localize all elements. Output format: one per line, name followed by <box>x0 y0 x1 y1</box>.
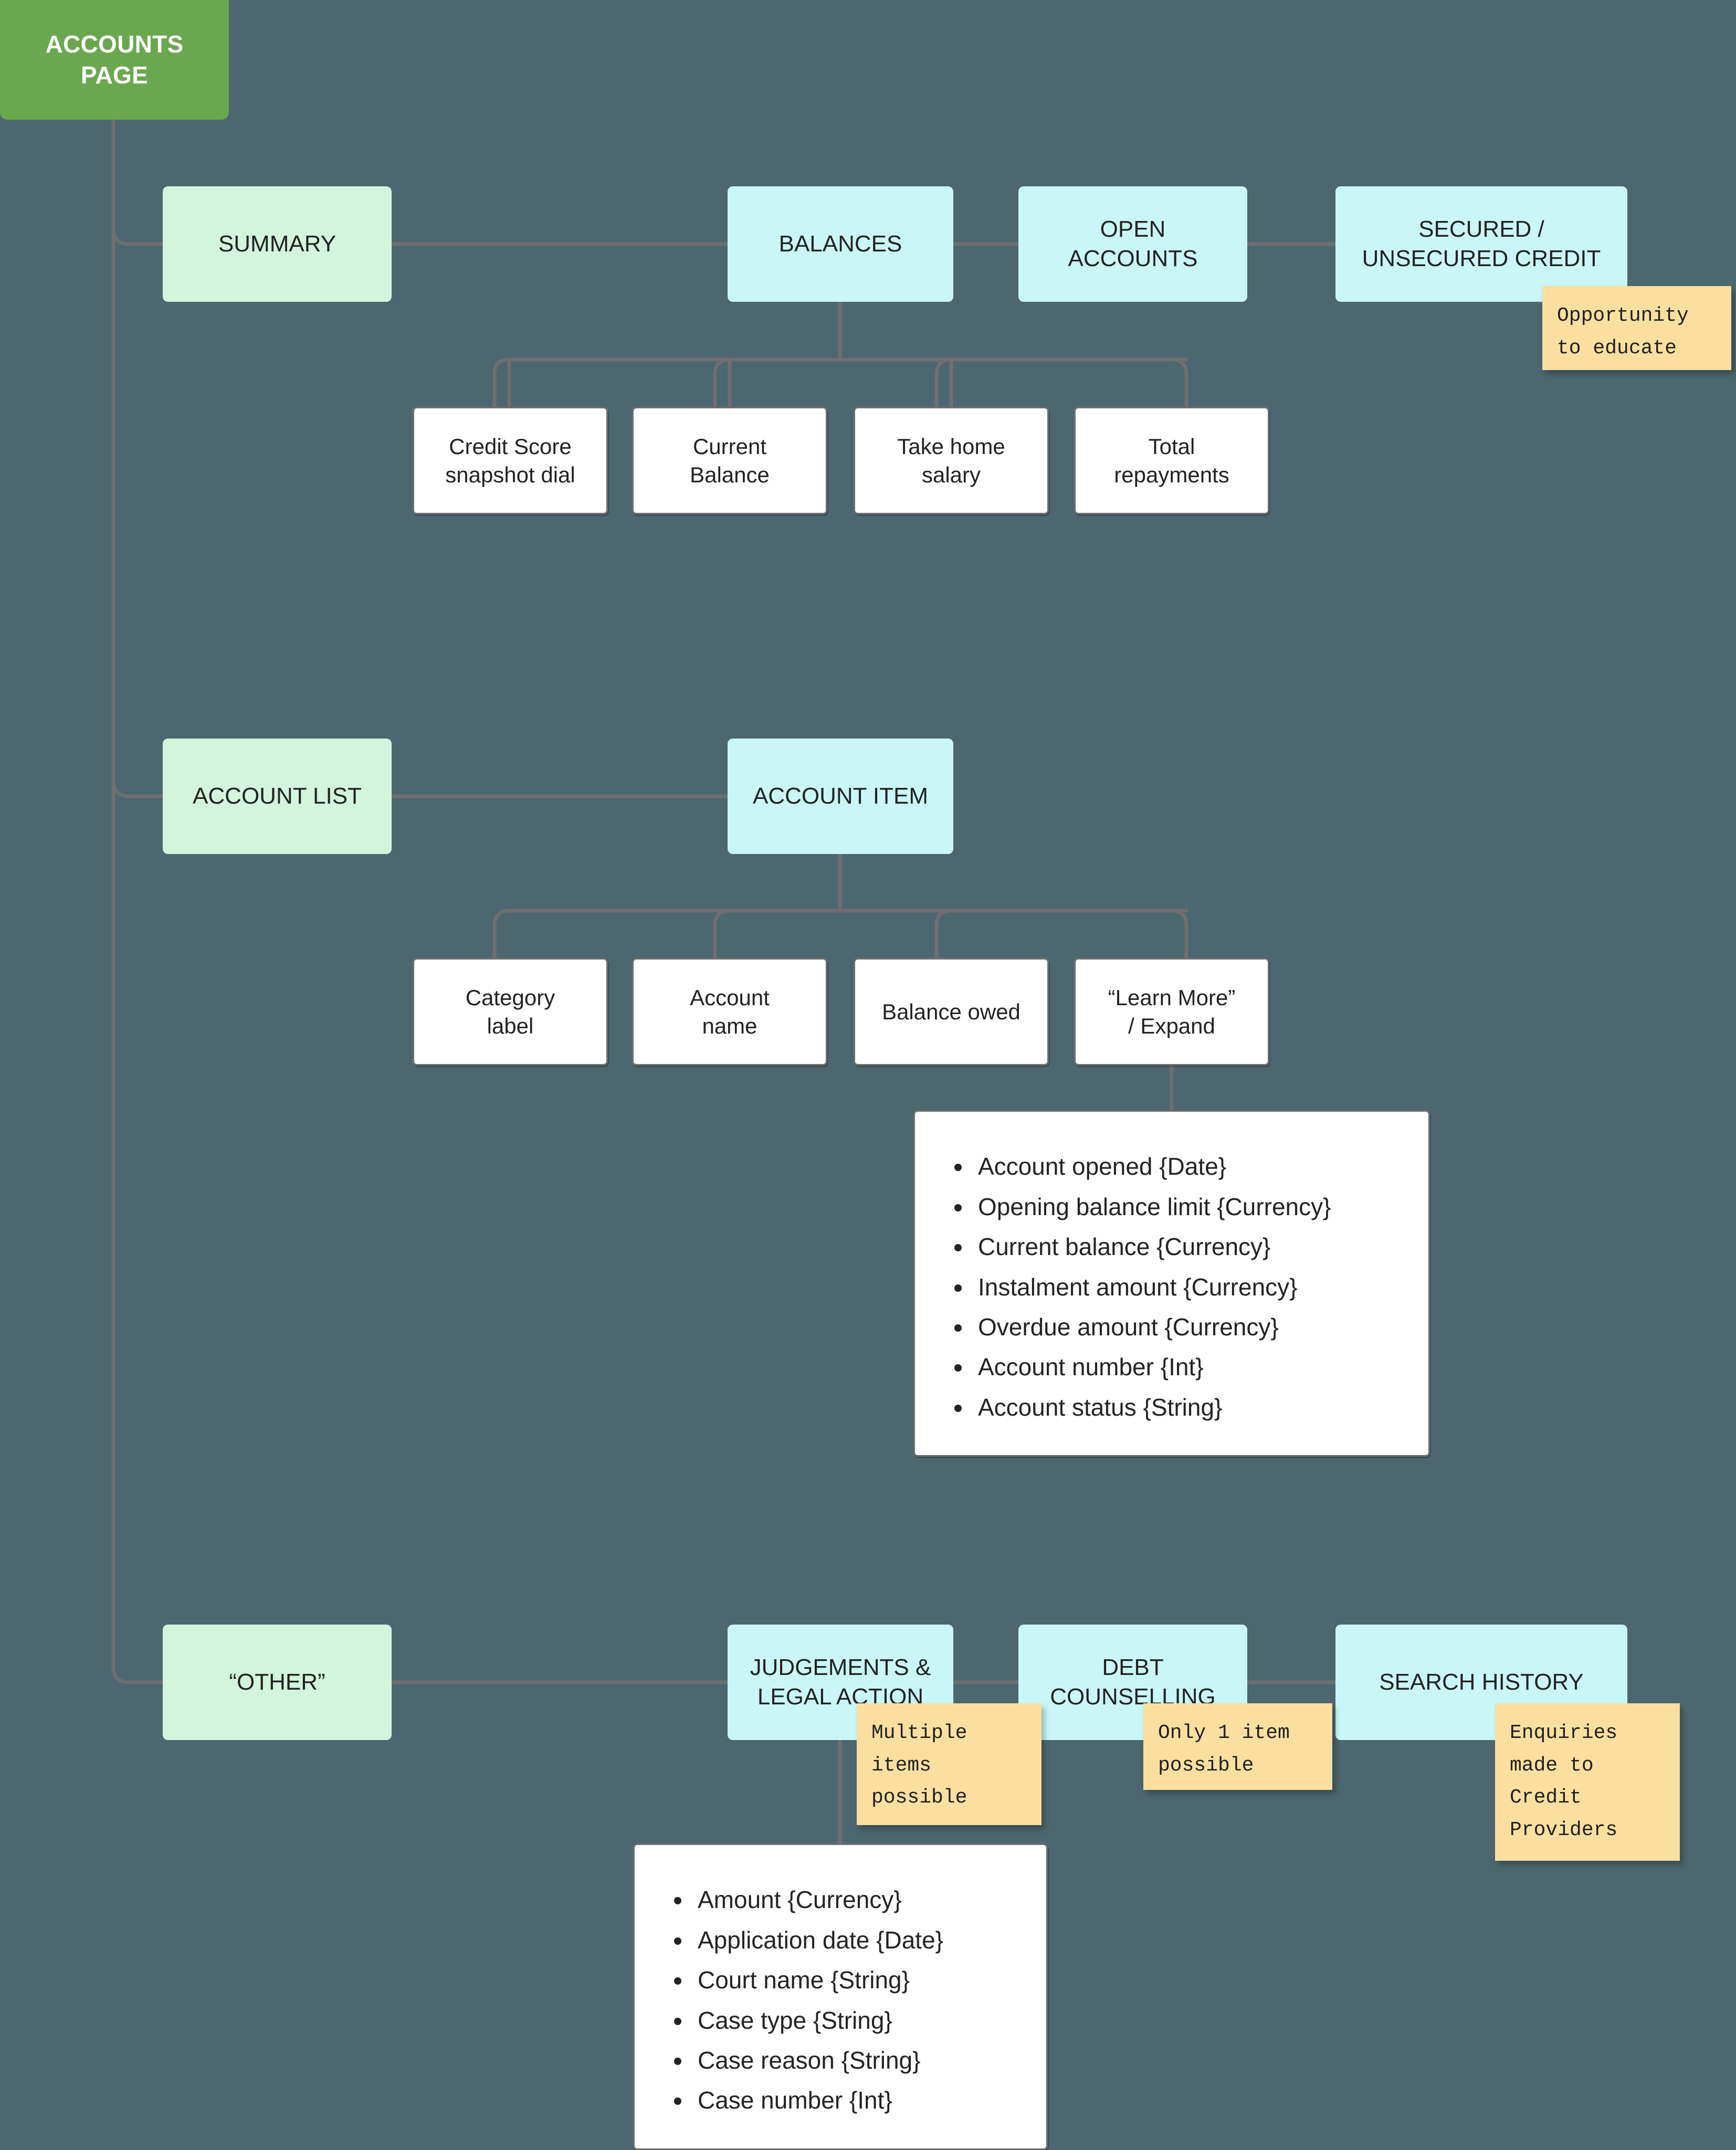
leaf-node-total-repayments[interactable]: Total repayments <box>1074 407 1269 514</box>
component-node-open-accounts[interactable]: OPEN ACCOUNTS <box>1018 186 1247 302</box>
list-item: Overdue amount {Currency} <box>973 1307 1407 1347</box>
root-node-accounts-page[interactable]: ACCOUNTS PAGE <box>0 0 229 120</box>
list-item: Application date {Date} <box>692 1920 1025 1960</box>
leaf-node-credit-score-snapshot-dial[interactable]: Credit Score snapshot dial <box>413 407 608 514</box>
sticky-note-enquiries-made-to-credit-providers: Enquiries made to Credit Providers <box>1495 1703 1680 1861</box>
list-item: Case reason {String} <box>692 2040 1025 2080</box>
component-node-balances[interactable]: BALANCES <box>728 186 953 302</box>
list-item: Account number {Int} <box>973 1347 1407 1387</box>
leaf-node-learn-more-expand[interactable]: “Learn More” / Expand <box>1074 958 1269 1066</box>
list-item: Instalment amount {Currency} <box>973 1267 1407 1307</box>
list-item: Case type {String} <box>692 2000 1025 2040</box>
leaf-node-take-home-salary[interactable]: Take home salary <box>854 407 1049 514</box>
list-item: Current balance {Currency} <box>973 1227 1407 1267</box>
detail-panel-account-item: Account opened {Date}Opening balance lim… <box>913 1110 1430 1457</box>
sticky-note-multiple-items-possible: Multiple items possible <box>857 1703 1041 1825</box>
component-node-secured-unsecured-credit[interactable]: SECURED / UNSECURED CREDIT <box>1335 186 1627 302</box>
leaf-node-account-name[interactable]: Account name <box>632 958 827 1066</box>
detail-list-account-item: Account opened {Date}Opening balance lim… <box>973 1146 1407 1427</box>
list-item: Case number {Int} <box>692 2080 1025 2120</box>
list-item: Amount {Currency} <box>692 1880 1025 1920</box>
section-node-account-list[interactable]: ACCOUNT LIST <box>163 739 392 854</box>
list-item: Opening balance limit {Currency} <box>973 1187 1407 1227</box>
component-node-account-item[interactable]: ACCOUNT ITEM <box>728 739 953 854</box>
sticky-note-opportunity-to-educate: Opportunity to educate <box>1542 286 1731 370</box>
detail-panel-legal-action: Amount {Currency}Application date {Date}… <box>633 1843 1048 2150</box>
list-item: Account opened {Date} <box>973 1146 1407 1186</box>
component-node-debt-counselling[interactable]: DEBT COUNSELLING <box>1018 1625 1247 1740</box>
section-node-other[interactable]: “OTHER” <box>163 1625 392 1740</box>
list-item: Court name {String} <box>692 1960 1025 2000</box>
leaf-node-balance-owed[interactable]: Balance owed <box>854 958 1049 1066</box>
leaf-node-current-balance[interactable]: Current Balance <box>632 407 827 514</box>
list-item: Account status {String} <box>973 1387 1407 1427</box>
sticky-note-only-1-item-possible: Only 1 item possible <box>1143 1703 1332 1790</box>
section-node-summary[interactable]: SUMMARY <box>163 186 392 302</box>
leaf-node-category-label[interactable]: Category label <box>413 958 608 1066</box>
detail-list-legal-action: Amount {Currency}Application date {Date}… <box>692 1880 1025 2120</box>
